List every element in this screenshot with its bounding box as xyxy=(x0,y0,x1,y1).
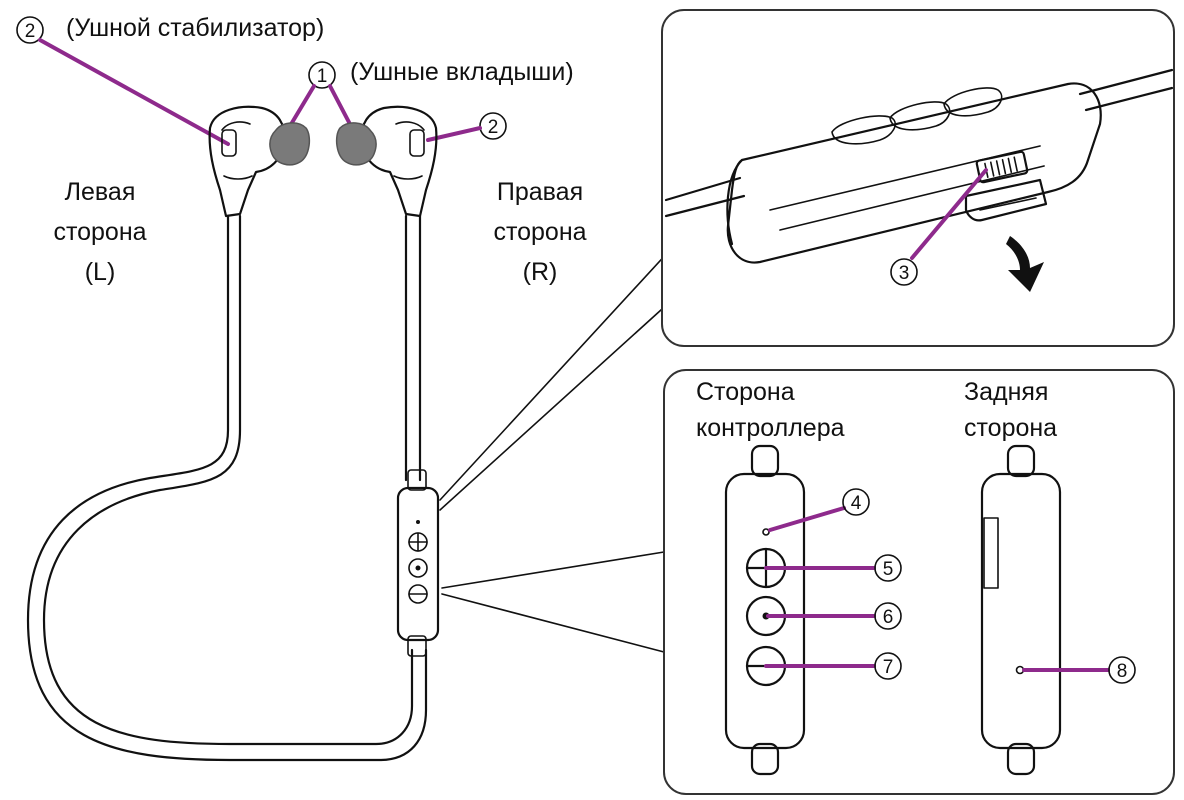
right-earbud xyxy=(335,105,438,218)
callout-1: 1 xyxy=(308,61,336,89)
microphone-hole-icon xyxy=(762,528,770,536)
svg-text:1: 1 xyxy=(317,66,328,87)
left-ear-stabilizer-icon xyxy=(221,129,237,157)
svg-text:контроллера: контроллера xyxy=(696,414,845,442)
right-ear-stabilizer-icon xyxy=(409,129,425,157)
svg-text:2: 2 xyxy=(488,117,499,138)
callout-6: 6 xyxy=(874,602,902,630)
callout-5: 5 xyxy=(874,554,902,582)
svg-text:3: 3 xyxy=(899,263,910,284)
right-eartip-icon xyxy=(335,122,377,166)
center-button-icon xyxy=(408,558,428,578)
svg-text:(L): (L) xyxy=(85,258,116,286)
callout-3: 3 xyxy=(890,258,918,286)
callout-4: 4 xyxy=(842,488,870,516)
zoom-line-bottom-a xyxy=(441,551,665,589)
svg-text:Правая: Правая xyxy=(497,178,583,206)
svg-text:7: 7 xyxy=(883,657,894,678)
zoom-line-top-b xyxy=(439,299,673,511)
svg-text:сторона: сторона xyxy=(964,414,1057,442)
cable xyxy=(26,214,428,762)
leader-line-2-left xyxy=(38,38,230,146)
remote-controller xyxy=(396,486,440,642)
svg-text:Сторона: Сторона xyxy=(696,378,795,406)
leader-line-1-right xyxy=(328,84,354,130)
svg-text:4: 4 xyxy=(851,493,862,514)
svg-text:Задняя: Задняя xyxy=(964,378,1048,406)
usb-port-detail-panel: 3 xyxy=(661,9,1175,347)
usb-cover-icon xyxy=(983,517,999,589)
label-controller-side: Сторона контроллера xyxy=(696,378,845,442)
callout-2-left: 2 xyxy=(16,16,44,44)
svg-text:сторона: сторона xyxy=(493,218,586,246)
svg-text:6: 6 xyxy=(883,607,894,628)
label-back-side: Задняя сторона xyxy=(964,378,1057,442)
volume-up-icon xyxy=(408,532,428,552)
microphone-icon xyxy=(416,520,420,524)
svg-text:(R): (R) xyxy=(523,258,558,286)
volume-down-icon xyxy=(408,584,428,604)
left-earbud xyxy=(208,105,311,218)
callout-7: 7 xyxy=(874,652,902,680)
svg-text:2: 2 xyxy=(25,21,36,42)
svg-text:5: 5 xyxy=(883,559,894,580)
svg-text:Левая: Левая xyxy=(65,178,136,206)
left-eartip-icon xyxy=(269,122,311,166)
callout-8: 8 xyxy=(1108,656,1136,684)
svg-text:сторона: сторона xyxy=(53,218,146,246)
zoom-line-bottom-b xyxy=(441,593,665,653)
controller-back xyxy=(980,444,1062,776)
svg-text:8: 8 xyxy=(1117,661,1128,682)
label-right-side: Правая сторона (R) xyxy=(493,178,586,286)
callout-2-right: 2 xyxy=(479,112,507,140)
arrow-down-icon xyxy=(1006,236,1044,292)
label-ear-stabilizer: (Ушной стабилизатор) xyxy=(66,14,324,42)
label-left-side: Левая сторона (L) xyxy=(53,178,146,286)
label-earbuds: (Ушные вкладыши) xyxy=(350,58,574,86)
zoom-line-top-a xyxy=(439,249,671,501)
leader-line-1-left xyxy=(288,84,316,128)
controller-sides-panel: Сторона контроллера Задняя сторона xyxy=(663,369,1175,795)
